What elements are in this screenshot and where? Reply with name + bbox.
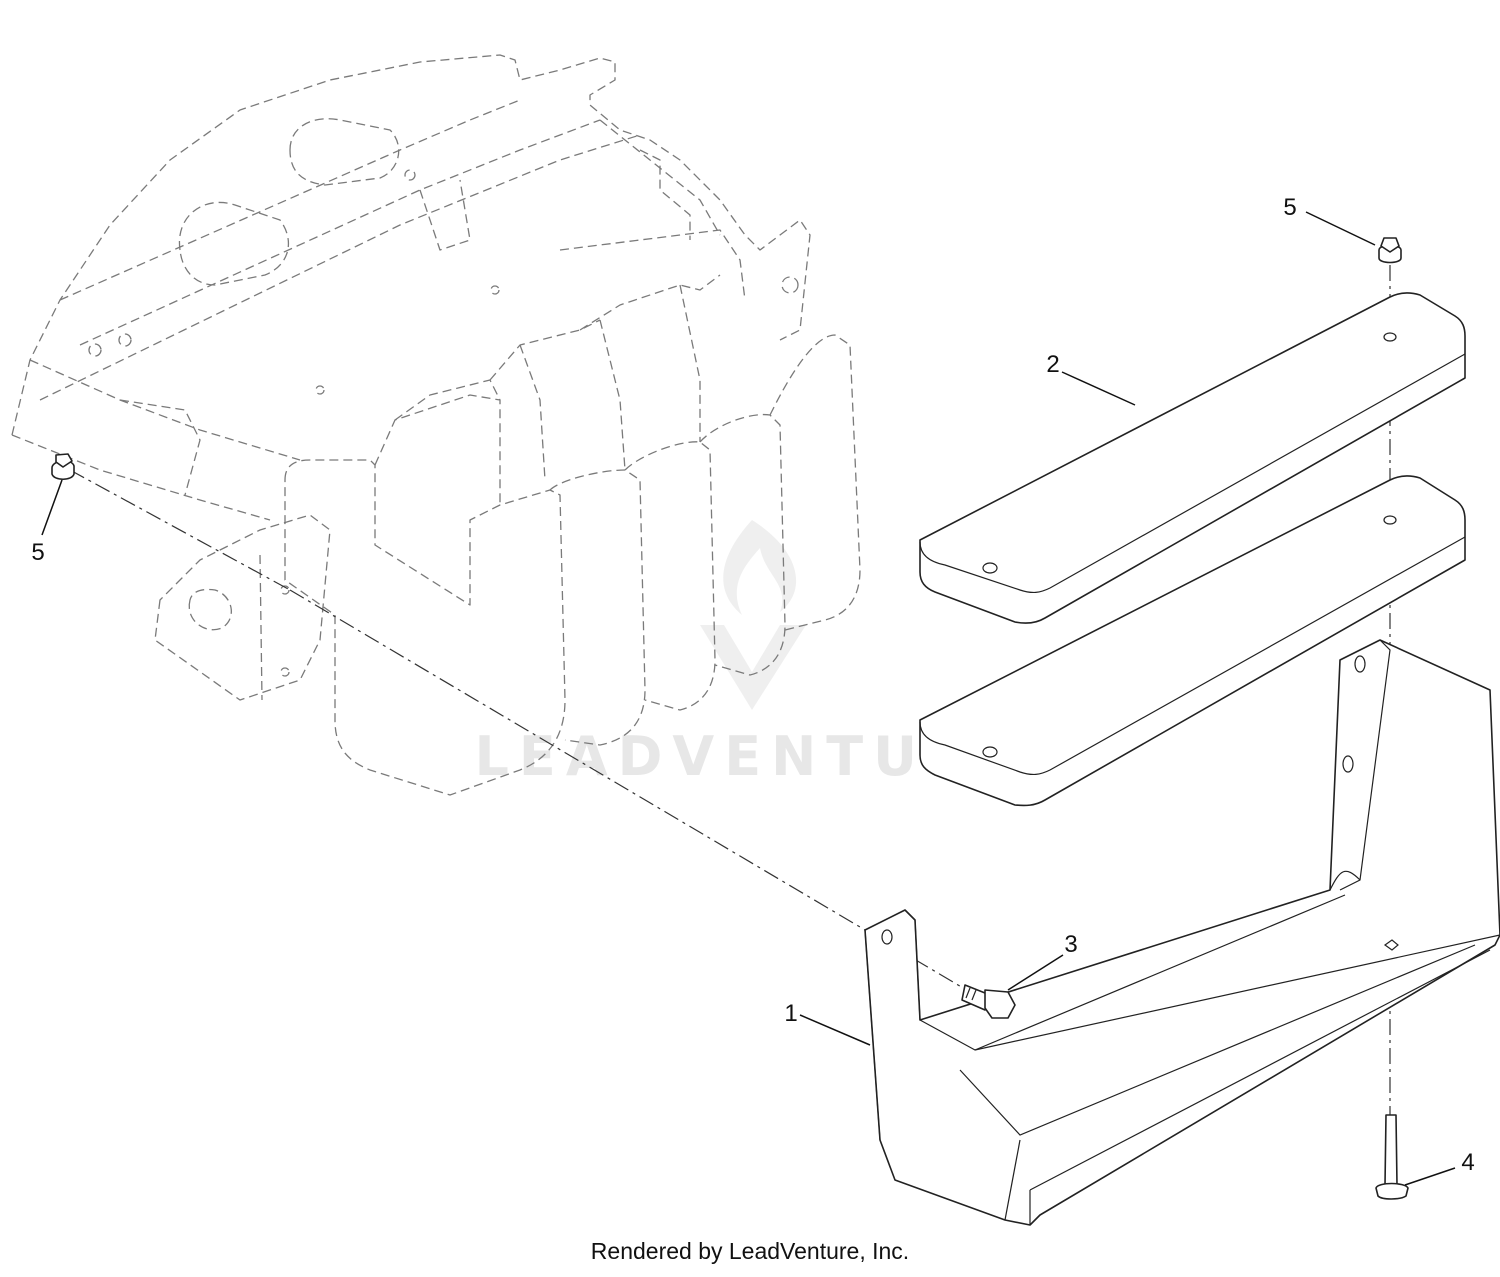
render-credit: Rendered by LeadVenture, Inc. — [590, 1238, 910, 1264]
leader-line-5-top — [1305, 211, 1376, 246]
leader-line-1 — [799, 1014, 871, 1046]
flange-nut-top-part — [1378, 237, 1402, 264]
callout-5-left: 5 — [31, 539, 44, 566]
weight-plate-lower — [919, 475, 1466, 807]
callout-2: 2 — [1046, 351, 1059, 378]
leader-line-2 — [1061, 371, 1136, 406]
leader-line-3 — [1007, 954, 1064, 991]
callout-5-top: 5 — [1283, 194, 1296, 221]
callout-3: 3 — [1064, 931, 1077, 958]
flange-nut-left-part — [51, 453, 75, 481]
flange-bolt-part — [961, 984, 1016, 1019]
centerline-left-nut — [69, 469, 291, 591]
watermark-logo — [700, 520, 806, 710]
callout-4: 4 — [1461, 1149, 1474, 1176]
weight-plate-upper — [919, 292, 1466, 624]
weight-bracket-part — [864, 639, 1500, 1226]
callout-1: 1 — [784, 1000, 797, 1027]
weight-stack-ghost — [284, 274, 861, 796]
carriage-bolt-part — [1375, 1114, 1409, 1200]
leader-line-4 — [1404, 1167, 1456, 1186]
leader-line-5-left — [41, 479, 63, 536]
chassis-frame-ghost — [11, 54, 811, 701]
